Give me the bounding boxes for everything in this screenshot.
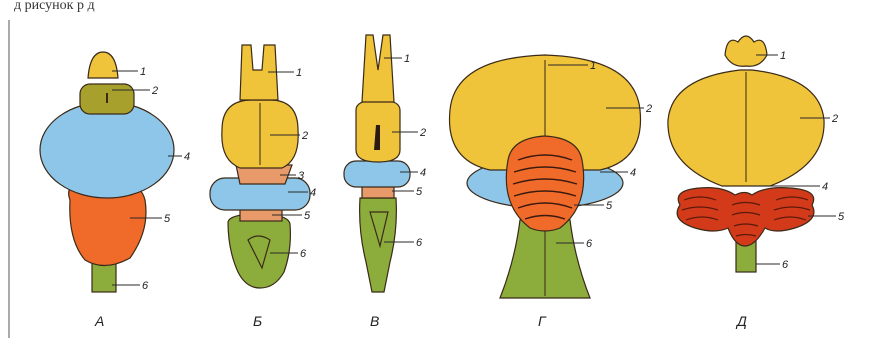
panel-v-label-6: 6 xyxy=(416,237,423,249)
panel-d-letter: Д xyxy=(735,313,747,329)
panel-b-medulla xyxy=(228,214,290,288)
caption-fragment: д рисунок р д xyxy=(14,0,95,13)
panel-a-brain xyxy=(40,52,182,292)
panel-g-label-5: 5 xyxy=(606,200,613,212)
panel-a-label-1: 1 xyxy=(140,66,146,78)
panel-v-label-4: 4 xyxy=(420,167,426,179)
panel-d-label-5: 5 xyxy=(838,211,845,223)
panel-g-label-1: 1 xyxy=(590,60,596,72)
panel-v-label-1: 1 xyxy=(404,53,410,65)
panel-d-brain xyxy=(668,36,836,272)
panel-a-medulla xyxy=(92,262,116,292)
panel-a-label-5: 5 xyxy=(164,213,171,225)
panel-b-label-2: 2 xyxy=(301,130,308,142)
panel-d-label-6: 6 xyxy=(782,259,789,271)
panel-d-label-2: 2 xyxy=(831,113,838,125)
panel-v-midbrain xyxy=(344,161,410,187)
panel-d-label-4: 4 xyxy=(822,181,828,193)
panel-d-olfactory-bulbs xyxy=(725,36,767,66)
panel-b-label-6: 6 xyxy=(300,248,307,260)
panel-v-label-2: 2 xyxy=(419,127,426,139)
panel-v-olfactory-lobes xyxy=(362,35,394,102)
panel-g-cerebellum xyxy=(506,136,583,231)
panel-a-midbrain xyxy=(40,102,174,198)
panel-g-brain xyxy=(450,55,645,298)
panel-v-brain xyxy=(344,35,418,292)
panel-a-forebrain xyxy=(88,52,118,78)
panel-g-label-2: 2 xyxy=(645,103,652,115)
panel-b-label-5: 5 xyxy=(304,210,311,222)
panel-a-letter: А xyxy=(94,313,104,329)
panel-g-label-4: 4 xyxy=(630,167,636,179)
panel-a-label-6: 6 xyxy=(142,280,149,292)
panel-b-label-1: 1 xyxy=(296,67,302,79)
panel-b-label-4: 4 xyxy=(310,187,316,199)
panel-b-label-3: 3 xyxy=(298,170,305,182)
panel-g-letter: Г xyxy=(538,313,547,329)
panel-g-label-6: 6 xyxy=(586,238,593,250)
panel-v-label-5: 5 xyxy=(416,186,423,198)
panel-v-letter: В xyxy=(370,313,379,329)
panel-b-brain xyxy=(210,45,310,288)
panel-a-label-2: 2 xyxy=(151,85,158,97)
panel-a-label-4: 4 xyxy=(184,151,190,163)
panel-b-letter: Б xyxy=(253,313,262,329)
panel-d-label-1: 1 xyxy=(780,50,786,62)
